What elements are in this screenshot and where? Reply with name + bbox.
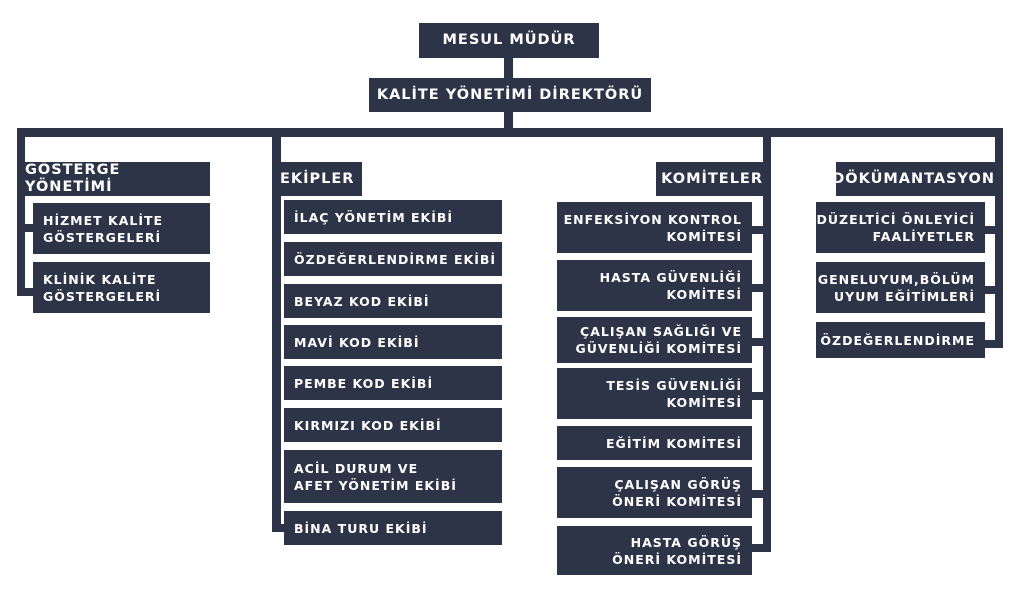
list-item: EĞİTİM KOMİTESİ (557, 426, 752, 460)
list-item: BİNA TURU EKİBİ (284, 511, 502, 545)
branch-line-gosterge (17, 128, 25, 296)
list-item: İLAÇ YÖNETİM EKİBİ (284, 200, 502, 234)
connector-line (17, 288, 35, 296)
connector-line (750, 392, 764, 400)
connector-line (750, 284, 764, 292)
connector-line (504, 110, 513, 132)
branch-header-ekipler: EKİPLER (272, 162, 362, 196)
connector-line (983, 226, 997, 234)
list-item: ÇALIŞAN GÖRÜŞ ÖNERİ KOMİTESİ (557, 467, 752, 518)
branch-header-gosterge: GÖSTERGE YÖNETİMİ (17, 162, 210, 196)
connector-line (750, 490, 764, 498)
connector-line (983, 286, 997, 294)
list-item: KLİNİK KALİTE GÖSTERGELERİ (33, 262, 210, 313)
connector-line (750, 226, 764, 234)
list-item: HASTA GÜVENLİĞİ KOMİTESİ (557, 260, 752, 311)
mesul-mudur-box: MESUL MÜDÜR (419, 23, 599, 58)
list-item: ÖZDEĞERLENDİRME (816, 322, 985, 358)
list-item: KIRMIZI KOD EKİBİ (284, 408, 502, 442)
branch-line-komiteler (763, 128, 771, 552)
list-item: GENELUYUM,BÖLÜM UYUM EĞİTİMLERİ (816, 262, 985, 313)
branch-header-dokumantasyon: DÖKÜMANTASYON (832, 162, 1003, 196)
list-item: ÖZDEĞERLENDİRME EKİBİ (284, 242, 502, 276)
connector-line (750, 544, 771, 552)
list-item: DÜZELTİCİ ÖNLEYİCİ FAALİYETLER (816, 202, 985, 253)
connector-line (983, 340, 1003, 348)
connector-line (504, 55, 513, 80)
list-item: HİZMET KALİTE GÖSTERGELERİ (33, 203, 210, 254)
list-item: TESİS GÜVENLİĞİ KOMİTESİ (557, 368, 752, 419)
list-item: MAVİ KOD EKİBİ (284, 325, 502, 359)
branch-line-dokumantasyon (995, 128, 1003, 348)
list-item: ENFEKSİYON KONTROL KOMİTESİ (557, 202, 752, 253)
list-item: ACİL DURUM VE AFET YÖNETİM EKİBİ (284, 450, 502, 503)
kalite-direktoru-box: KALİTE YÖNETİMİ DİREKTÖRÜ (369, 78, 651, 112)
list-item: BEYAZ KOD EKİBİ (284, 284, 502, 318)
branch-header-komiteler: KOMİTELER (656, 162, 771, 196)
list-item: HASTA GÖRÜŞ ÖNERİ KOMİTESİ (557, 526, 752, 575)
connector-line (17, 224, 35, 232)
connector-line (750, 338, 764, 346)
list-item: ÇALIŞAN SAĞLIĞI VE GÜVENLİĞİ KOMİTESİ (557, 317, 752, 363)
connector-line (272, 524, 286, 532)
branch-line-ekipler (272, 128, 281, 532)
main-horizontal-line (17, 128, 1003, 137)
list-item: PEMBE KOD EKİBİ (284, 366, 502, 400)
